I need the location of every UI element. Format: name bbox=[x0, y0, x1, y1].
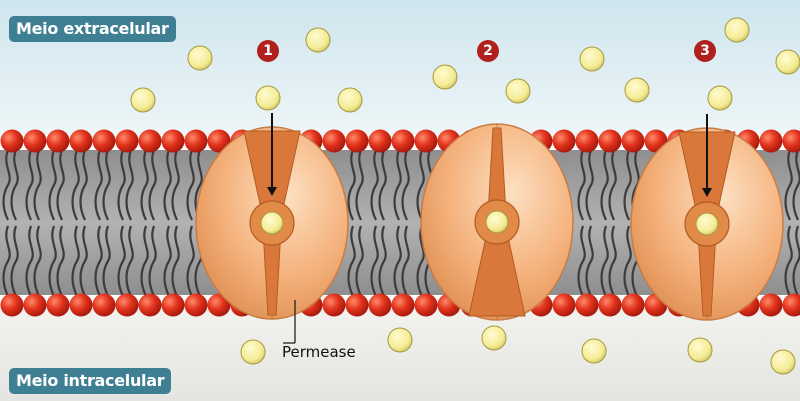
lipid-head bbox=[24, 294, 47, 317]
lipid-head bbox=[622, 294, 645, 317]
solute-molecule bbox=[388, 328, 412, 352]
lipid-head bbox=[346, 294, 369, 317]
solute-molecule bbox=[188, 46, 212, 70]
lipid-head bbox=[93, 130, 116, 153]
step-badge-2: 2 bbox=[477, 40, 499, 62]
lipid-head bbox=[369, 130, 392, 153]
lipid-head bbox=[599, 130, 622, 153]
lipid-head bbox=[323, 294, 346, 317]
lipid-head bbox=[346, 130, 369, 153]
lipid-head bbox=[116, 130, 139, 153]
solute-molecule bbox=[482, 326, 506, 350]
lipid-head bbox=[1, 130, 24, 153]
permease-label: Permease bbox=[282, 343, 356, 361]
lipid-head bbox=[576, 130, 599, 153]
lipid-head bbox=[139, 130, 162, 153]
lipid-head bbox=[392, 130, 415, 153]
solute-molecule bbox=[580, 47, 604, 71]
lipid-head bbox=[323, 130, 346, 153]
permease-proteins bbox=[196, 113, 783, 320]
lipid-head bbox=[162, 294, 185, 317]
solute-molecule bbox=[506, 79, 530, 103]
lipid-head bbox=[162, 130, 185, 153]
lipid-head bbox=[553, 130, 576, 153]
lipid-head bbox=[576, 294, 599, 317]
solute-molecule bbox=[776, 50, 800, 74]
solute-molecule bbox=[708, 86, 732, 110]
lipid-head bbox=[93, 294, 116, 317]
lipid-head bbox=[415, 294, 438, 317]
lipid-head bbox=[553, 294, 576, 317]
lipid-head bbox=[392, 294, 415, 317]
solute-molecule bbox=[688, 338, 712, 362]
extracellular-label: Meio extracelular bbox=[9, 16, 176, 42]
lipid-head bbox=[24, 130, 47, 153]
step-badge-3: 3 bbox=[694, 40, 716, 62]
lipid-head bbox=[599, 294, 622, 317]
bound-molecule bbox=[261, 212, 283, 234]
bound-molecule bbox=[696, 213, 718, 235]
solute-molecule bbox=[241, 340, 265, 364]
lipid-head bbox=[185, 294, 208, 317]
solute-molecule bbox=[131, 88, 155, 112]
intracellular-label: Meio intracelular bbox=[9, 368, 171, 394]
solute-molecule bbox=[582, 339, 606, 363]
lipid-head bbox=[369, 294, 392, 317]
lipid-head bbox=[760, 294, 783, 317]
lipid-head bbox=[139, 294, 162, 317]
solute-molecule bbox=[256, 86, 280, 110]
solute-molecule bbox=[625, 78, 649, 102]
lipid-head bbox=[47, 130, 70, 153]
solute-molecule bbox=[771, 350, 795, 374]
solute-molecule bbox=[338, 88, 362, 112]
solute-molecule bbox=[725, 18, 749, 42]
lipid-head bbox=[622, 130, 645, 153]
lipid-head bbox=[70, 130, 93, 153]
lipid-head bbox=[47, 294, 70, 317]
bound-molecule bbox=[486, 211, 508, 233]
solute-molecule bbox=[433, 65, 457, 89]
lipid-head bbox=[1, 294, 24, 317]
solute-molecule bbox=[306, 28, 330, 52]
permease-2 bbox=[421, 124, 573, 320]
lipid-head bbox=[415, 130, 438, 153]
lipid-head bbox=[185, 130, 208, 153]
step-badge-1: 1 bbox=[257, 40, 279, 62]
lipid-head bbox=[760, 130, 783, 153]
lipid-head bbox=[70, 294, 93, 317]
lipid-head bbox=[116, 294, 139, 317]
